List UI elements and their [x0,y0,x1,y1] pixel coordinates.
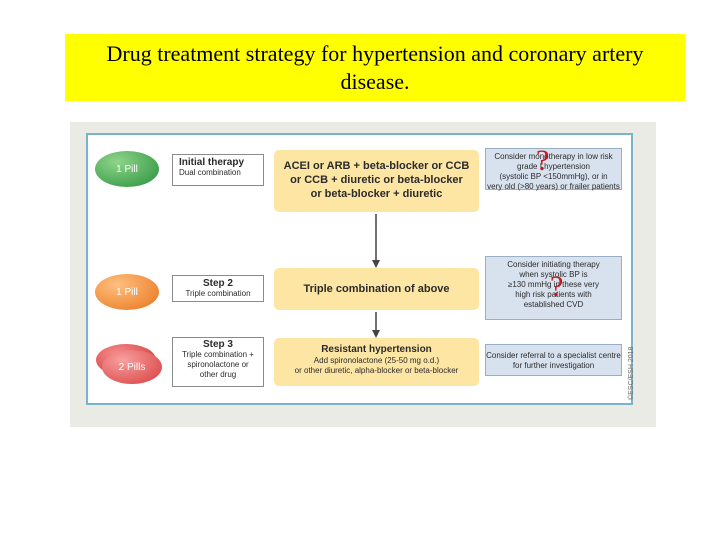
note-3-line-2: for further investigation [512,361,595,370]
orange-pill-icon: 1 Pill [95,274,159,310]
step-title-1: Initial therapy [179,157,245,168]
therapy-1-line-2: or CCB + diuretic or beta-blocker [290,174,463,186]
green-pill-icon: 1 Pill [95,151,159,187]
therapy-box-triple: Triple combination of above [274,268,479,310]
step-title-3: Step 3 [202,339,233,350]
pill-label-3: 2 Pills [118,361,146,373]
note-box-3: Consider referral to a specialist centre… [485,344,622,376]
pill-label-1: 1 Pill [116,163,138,175]
note-1-line-2: grade I hypertension [517,162,590,171]
therapy-3-sub-line-2: or other diuretic, alpha-blocker or beta… [294,366,459,375]
therapy-1-line-3: or beta-blocker + diuretic [310,188,443,200]
slide-title: Drug treatment strategy for hypertension… [65,40,685,96]
step-box-3: Step 3 Triple combination + spironolacto… [172,337,264,387]
pill-label-2: 1 Pill [116,286,138,298]
step-title-2: Step 2 [202,278,233,289]
therapy-3-title-bold: hypertension [369,344,432,355]
red-pill-icon: 2 Pills [102,350,162,384]
note-2-line-1: Consider initiating therapy [507,260,600,269]
step-sub-1: Dual combination [179,168,241,177]
step-box-2: Step 2 Triple combination [172,275,264,302]
note-1-line-3: (systolic BP <150mmHg), or in [499,172,608,181]
therapy-2-text: Triple combination of above [303,283,450,295]
therapy-3-sub-line-1: Add spironolactone (25-50 mg o.d.) [313,356,440,365]
therapy-3-title-pre: Resistant [321,344,369,355]
note-2-line-5: established CVD [523,300,584,309]
note-1-line-1: Consider monotherapy in low risk [494,152,613,161]
note-2-line-3: ≥130 mmHg in these very [507,280,600,289]
question-mark-1: ? [536,144,550,177]
therapy-box-initial: ACEI or ARB + beta-blocker or CCB or CCB… [274,150,479,212]
therapy-box-resistant: Resistant hypertension Add spironolacton… [274,338,479,386]
copyright-label: ©ESC/ESH 2018 [628,346,635,400]
note-2-line-4: high risk patients with [515,290,592,299]
title-line-1: Drug treatment strategy for hypertension… [106,41,644,66]
step-sub-3-line-1: Triple combination + [182,350,254,359]
step-sub-3-line-3: other drug [199,370,237,379]
therapy-1-line-1: ACEI or ARB + beta-blocker or CCB [283,160,470,172]
step-sub-2: Triple combination [185,289,251,298]
question-mark-2: ? [550,270,564,303]
note-box-1: Consider monotherapy in low risk grade I… [485,148,622,191]
step-box-initial: Initial therapy Dual combination [172,154,264,186]
note-1-line-4: very old (>80 years) or frailer patients [487,182,620,191]
slide-title-box: Drug treatment strategy for hypertension… [65,34,685,101]
note-box-2: Consider initiating therapy when systoli… [485,256,622,320]
step-sub-3-line-2: spironolactone or [187,360,249,369]
note-3-line-1: Consider referral to a specialist centre [486,351,621,360]
title-line-2: disease. [340,69,410,94]
note-2-line-2: when systolic BP is [519,270,588,279]
therapy-3-title: Resistant hypertension [274,344,479,356]
